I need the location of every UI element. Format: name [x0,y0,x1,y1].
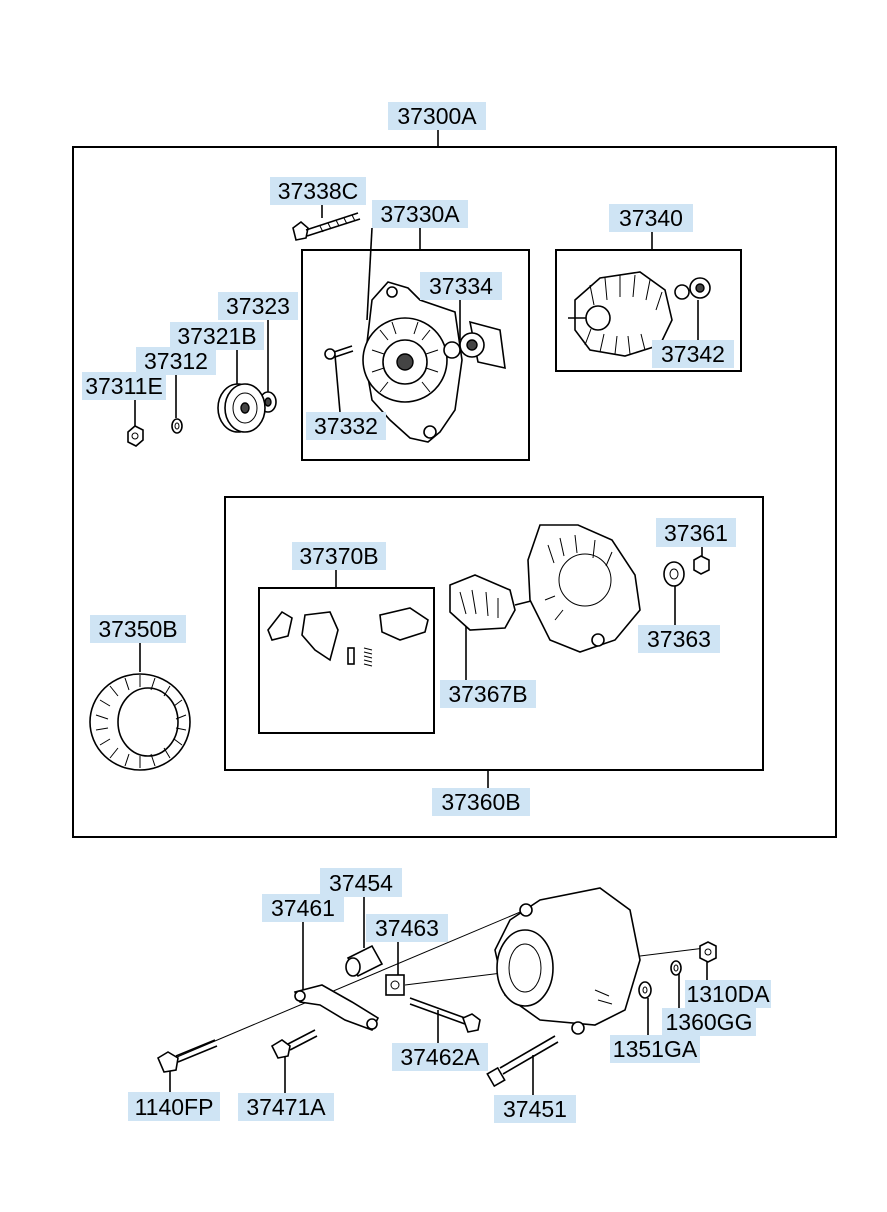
sleeve-37454 [345,944,384,978]
svg-text:37451: 37451 [503,1096,567,1122]
svg-text:37360B: 37360B [441,789,520,815]
label-37451[interactable]: 37451 [494,1095,576,1123]
washer-37312 [171,418,183,434]
label-37334[interactable]: 37334 [420,272,502,300]
washer-1360GG [670,960,682,976]
bolt-1140FP [156,1039,218,1073]
label-37463[interactable]: 37463 [366,914,448,942]
bushing-37463 [385,974,405,996]
svg-text:37300A: 37300A [397,103,477,129]
svg-text:37332: 37332 [314,413,378,439]
svg-text:37361: 37361 [664,520,728,546]
svg-text:37323: 37323 [226,293,290,319]
label-37361[interactable]: 37361 [656,518,736,547]
insulator-37363 [663,561,685,587]
svg-text:1310DA: 1310DA [686,981,770,1007]
label-1310DA[interactable]: 1310DA [685,980,771,1008]
brush-holder-frame [258,587,435,734]
screw-37332 [324,345,354,360]
bolt-37338C [292,212,361,241]
label-37461[interactable]: 37461 [262,894,344,922]
label-37471A[interactable]: 37471A [238,1093,334,1121]
label-37342[interactable]: 37342 [652,340,734,368]
bolt-37462A [409,997,481,1033]
label-37360B[interactable]: 37360B [432,788,530,816]
label-1140FP[interactable]: 1140FP [128,1092,220,1121]
leader-lines [134,130,708,1095]
svg-text:37363: 37363 [647,626,711,652]
washer-1351GA [638,981,652,999]
label-37323[interactable]: 37323 [218,292,298,320]
pulley-37321B [217,383,266,433]
svg-text:37370B: 37370B [299,543,378,569]
label-37300A[interactable]: 37300A [388,102,486,130]
label-37332[interactable]: 37332 [306,412,386,440]
label-37462A[interactable]: 37462A [392,1043,488,1071]
svg-text:37312: 37312 [144,348,208,374]
bolt-37451 [486,1035,559,1088]
label-37321B[interactable]: 37321B [170,322,264,350]
svg-text:37321B: 37321B [177,323,256,349]
bearing-retainer-37334 [443,320,506,370]
label-37350B[interactable]: 37350B [90,615,186,643]
svg-text:37454: 37454 [329,870,393,896]
stator-37350B [89,673,191,771]
svg-text:37342: 37342 [661,341,725,367]
svg-text:37334: 37334 [429,273,493,299]
brush-holder-parts-37370B [267,607,429,667]
label-1360GG[interactable]: 1360GG [662,1008,756,1036]
label-37330A[interactable]: 37330A [372,200,468,228]
svg-text:37338C: 37338C [278,178,359,204]
svg-text:37350B: 37350B [98,616,177,642]
label-37363[interactable]: 37363 [638,625,720,653]
label-37367B[interactable]: 37367B [440,680,536,708]
label-1351GA[interactable]: 1351GA [610,1035,700,1063]
alternator-body [494,887,641,1035]
rear-housing-37360B [527,524,641,653]
front-housing-37330A [362,281,463,443]
assembly-frame [72,146,837,838]
svg-text:37471A: 37471A [246,1094,326,1120]
svg-text:37461: 37461 [271,895,335,921]
label-37312[interactable]: 37312 [136,347,216,375]
bracket-37461 [293,984,380,1031]
svg-text:37367B: 37367B [448,681,527,707]
label-37311E[interactable]: 37311E [82,372,166,400]
part-labels: 37300A 37338C 37330A 37340 37334 37323 3… [82,102,771,1123]
bolt-37471A [270,1029,318,1059]
label-37370B[interactable]: 37370B [292,542,386,570]
svg-text:37311E: 37311E [85,373,163,399]
nut-37311E [127,425,144,447]
svg-text:1140FP: 1140FP [135,1094,214,1120]
label-37338C[interactable]: 37338C [270,177,366,205]
svg-text:37463: 37463 [375,915,439,941]
nut-37361 [693,555,710,575]
nut-1310DA [699,941,717,963]
rectifier-37367B [449,574,536,631]
front-housing-frame [301,249,530,461]
label-37340[interactable]: 37340 [609,204,693,232]
svg-text:37462A: 37462A [400,1044,480,1070]
label-37454[interactable]: 37454 [320,868,402,897]
svg-text:1351GA: 1351GA [613,1036,698,1062]
rotor-frame [555,249,742,372]
svg-text:37330A: 37330A [380,201,460,227]
svg-text:37340: 37340 [619,205,683,231]
svg-text:1360GG: 1360GG [666,1009,753,1035]
rotor-37340 [568,271,711,357]
rear-housing-frame [224,496,764,771]
